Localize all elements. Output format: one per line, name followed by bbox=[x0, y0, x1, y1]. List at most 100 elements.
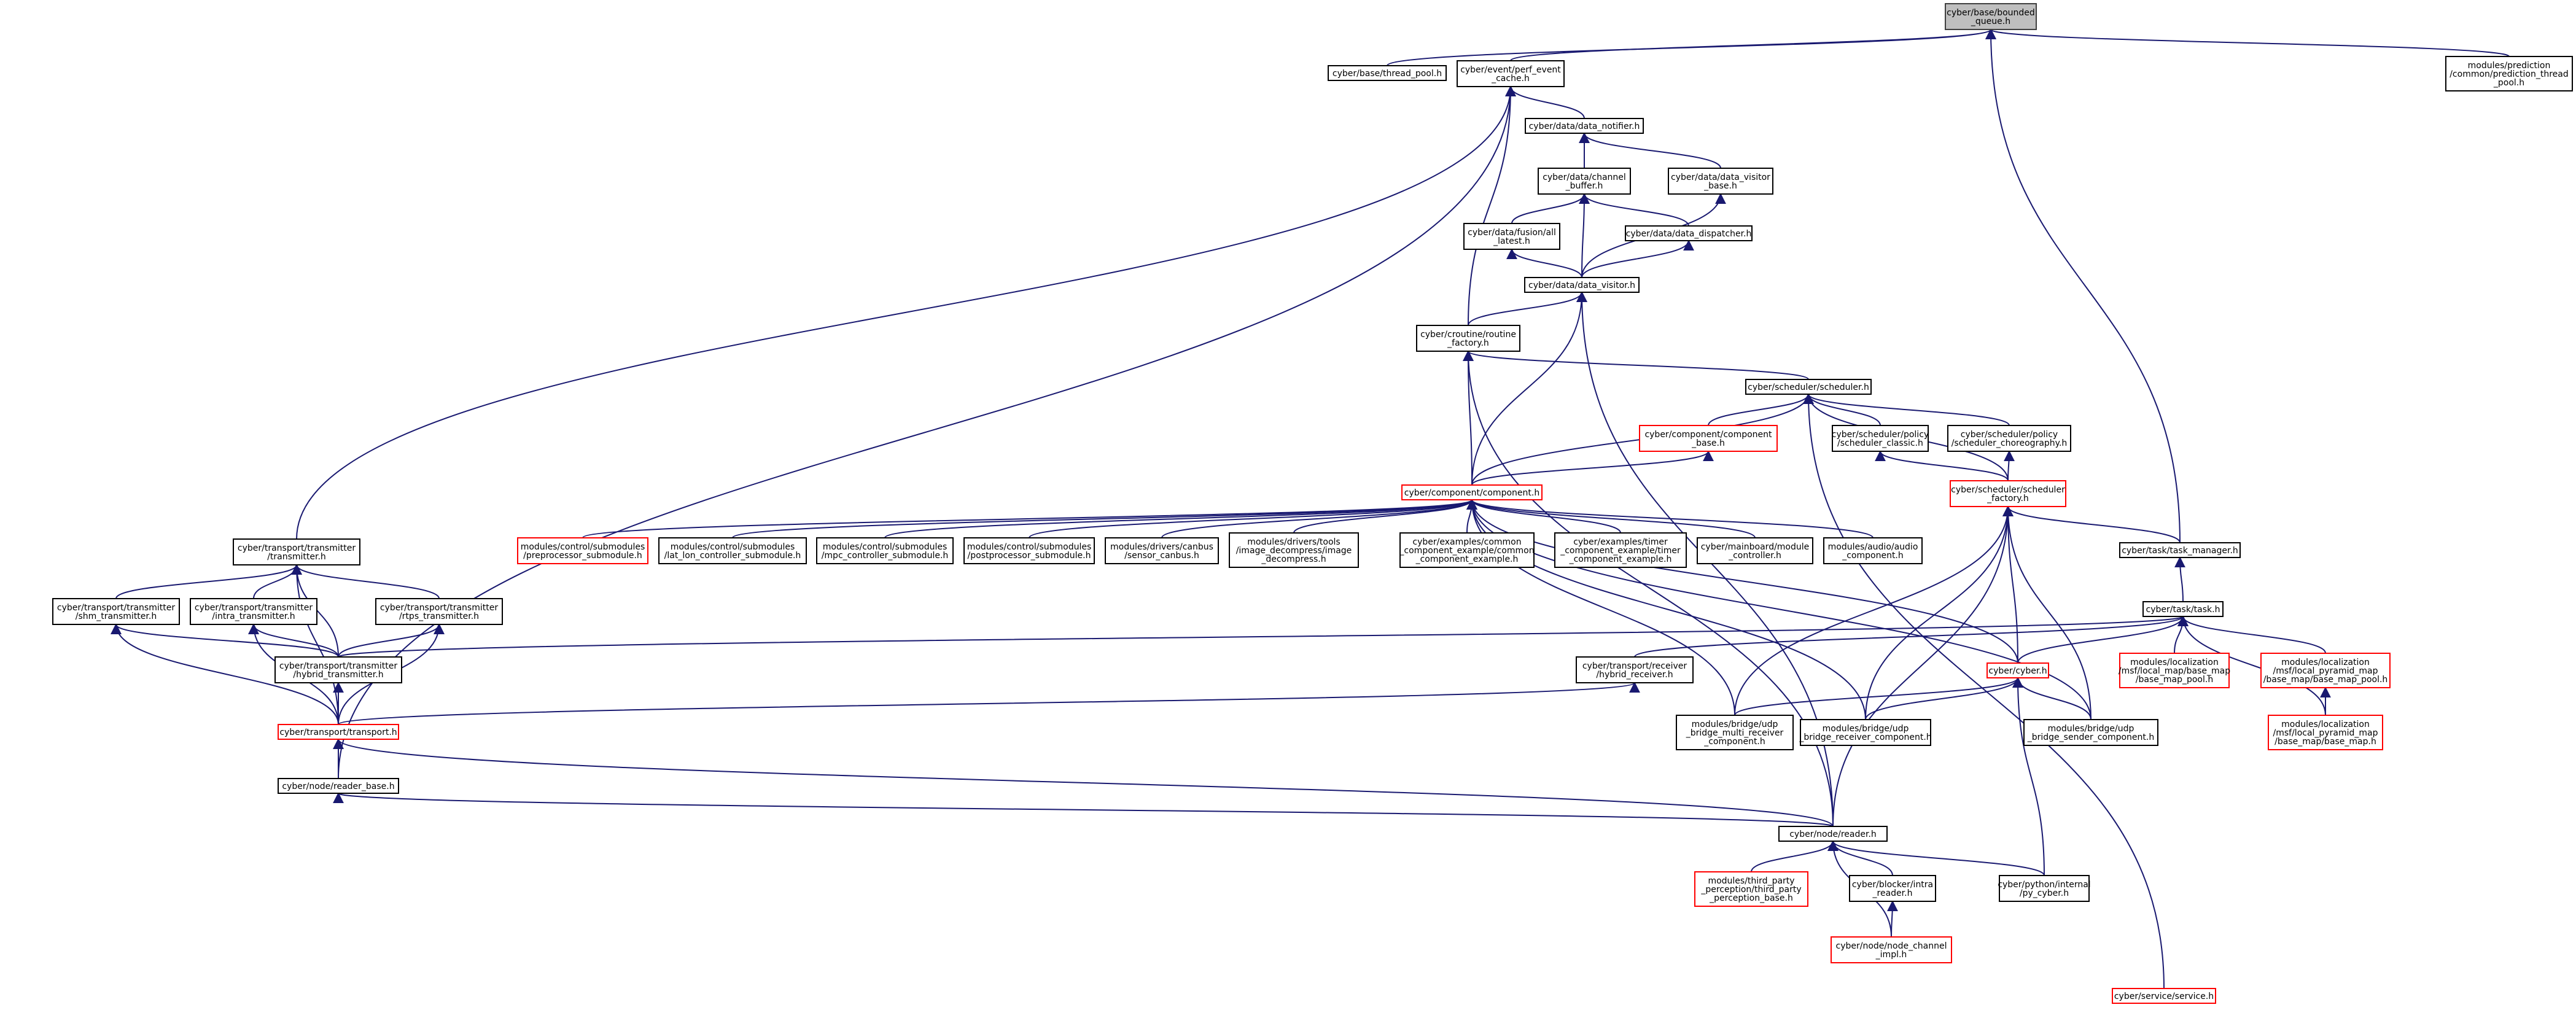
node-box-lat_lon_controller_submodule[interactable] bbox=[658, 537, 807, 564]
node-box-third_party_perception[interactable] bbox=[1694, 871, 1808, 907]
node-cyber[interactable]: cyber/cyber.h bbox=[1986, 662, 2049, 678]
node-py_cyber[interactable]: cyber/python/internal/py_cyber.h bbox=[1998, 875, 2091, 902]
node-sensor_canbus[interactable]: modules/drivers/canbus/sensor_canbus.h bbox=[1105, 537, 1219, 564]
node-box-thread_pool[interactable] bbox=[1328, 65, 1447, 81]
node-bounded_queue[interactable]: cyber/base/bounded_queue.h bbox=[1945, 3, 2037, 30]
node-prediction_thread_pool[interactable]: modules/prediction/common/prediction_thr… bbox=[2445, 56, 2573, 91]
node-scheduler_factory[interactable]: cyber/scheduler/scheduler_factory.h bbox=[1950, 480, 2066, 507]
node-box-base_map_pool[interactable] bbox=[2119, 653, 2230, 688]
node-audio_component[interactable]: modules/audio/audio_component.h bbox=[1823, 537, 1923, 564]
node-pyramid_base_map_pool[interactable]: modules/localization/msf/local_pyramid_m… bbox=[2260, 653, 2391, 688]
node-all_latest[interactable]: cyber/data/fusion/all_latest.h bbox=[1463, 223, 1560, 250]
node-box-mpc_controller_submodule[interactable] bbox=[816, 537, 954, 564]
node-timer_component_example[interactable]: cyber/examples/timer_component_example/t… bbox=[1554, 532, 1687, 568]
node-box-image_decompress[interactable] bbox=[1229, 532, 1359, 568]
node-base_map_pool[interactable]: modules/localization/msf/local_map/base_… bbox=[2119, 653, 2230, 688]
node-box-scheduler_classic[interactable] bbox=[1832, 425, 1929, 452]
node-hybrid_transmitter[interactable]: cyber/transport/transmitter/hybrid_trans… bbox=[274, 656, 402, 683]
node-box-pyramid_base_map_pool[interactable] bbox=[2260, 653, 2391, 688]
node-box-data_dispatcher[interactable] bbox=[1625, 225, 1753, 241]
node-udp_sender[interactable]: modules/bridge/udp_bridge_sender_compone… bbox=[2023, 719, 2158, 746]
node-third_party_perception[interactable]: modules/third_party_perception/third_par… bbox=[1694, 871, 1808, 907]
node-box-module_controller[interactable] bbox=[1697, 537, 1813, 564]
node-channel_buffer[interactable]: cyber/data/channel_buffer.h bbox=[1538, 168, 1631, 195]
node-box-common_component_example[interactable] bbox=[1399, 532, 1535, 568]
node-rtps_transmitter[interactable]: cyber/transport/transmitter/rtps_transmi… bbox=[375, 598, 503, 625]
node-udp_multi_receiver[interactable]: modules/bridge/udp_bridge_multi_receiver… bbox=[1676, 715, 1794, 750]
node-box-service[interactable] bbox=[2112, 988, 2216, 1004]
node-box-audio_component[interactable] bbox=[1823, 537, 1923, 564]
node-udp_receiver[interactable]: modules/bridge/udp_bridge_receiver_compo… bbox=[1799, 719, 1932, 746]
node-service[interactable]: cyber/service/service.h bbox=[2112, 988, 2216, 1004]
node-box-preprocessor_submodule[interactable] bbox=[517, 537, 648, 564]
node-box-intra_reader[interactable] bbox=[1849, 875, 1936, 902]
node-reader_base[interactable]: cyber/node/reader_base.h bbox=[278, 778, 399, 794]
node-preprocessor_submodule[interactable]: modules/control/submodules/preprocessor_… bbox=[517, 537, 648, 564]
node-shm_transmitter[interactable]: cyber/transport/transmitter/shm_transmit… bbox=[52, 598, 180, 625]
node-component[interactable]: cyber/component/component.h bbox=[1401, 484, 1543, 500]
node-data_visitor_base[interactable]: cyber/data/data_visitor_base.h bbox=[1668, 168, 1773, 195]
node-box-timer_component_example[interactable] bbox=[1554, 532, 1687, 568]
node-component_base[interactable]: cyber/component/component_base.h bbox=[1639, 425, 1778, 452]
node-data_notifier[interactable]: cyber/data/data_notifier.h bbox=[1525, 118, 1644, 134]
node-box-udp_multi_receiver[interactable] bbox=[1676, 715, 1794, 750]
node-perf_event_cache[interactable]: cyber/event/perf_event_cache.h bbox=[1457, 60, 1565, 87]
node-intra_transmitter[interactable]: cyber/transport/transmitter/intra_transm… bbox=[190, 598, 317, 625]
node-box-reader[interactable] bbox=[1778, 826, 1888, 842]
node-reader[interactable]: cyber/node/reader.h bbox=[1778, 826, 1888, 842]
node-pyramid_base_map[interactable]: modules/localization/msf/local_pyramid_m… bbox=[2268, 715, 2383, 750]
node-box-data_visitor[interactable] bbox=[1524, 277, 1640, 293]
node-image_decompress[interactable]: modules/drivers/tools/image_decompress/i… bbox=[1229, 532, 1359, 568]
node-scheduler_classic[interactable]: cyber/scheduler/policy/scheduler_classic… bbox=[1832, 425, 1929, 452]
node-box-perf_event_cache[interactable] bbox=[1457, 60, 1565, 87]
node-box-transport[interactable] bbox=[278, 724, 399, 740]
node-box-task_manager[interactable] bbox=[2119, 542, 2241, 558]
node-box-cyber[interactable] bbox=[1986, 662, 2049, 678]
node-box-hybrid_transmitter[interactable] bbox=[274, 656, 402, 683]
node-box-prediction_thread_pool[interactable] bbox=[2445, 56, 2573, 91]
node-mpc_controller_submodule[interactable]: modules/control/submodules/mpc_controlle… bbox=[816, 537, 954, 564]
node-transmitter[interactable]: cyber/transport/transmitter/transmitter.… bbox=[233, 538, 360, 565]
node-task[interactable]: cyber/task/task.h bbox=[2142, 601, 2224, 617]
node-box-node_channel_impl[interactable] bbox=[1831, 936, 1952, 963]
node-box-bounded_queue[interactable] bbox=[1945, 3, 2037, 30]
node-node_channel_impl[interactable]: cyber/node/node_channel_impl.h bbox=[1831, 936, 1952, 963]
node-intra_reader[interactable]: cyber/blocker/intra_reader.h bbox=[1849, 875, 1936, 902]
node-box-component_base[interactable] bbox=[1639, 425, 1778, 452]
node-box-task[interactable] bbox=[2142, 601, 2224, 617]
node-box-data_notifier[interactable] bbox=[1525, 118, 1644, 134]
node-box-pyramid_base_map[interactable] bbox=[2268, 715, 2383, 750]
node-postprocessor_submodule[interactable]: modules/control/submodules/postprocessor… bbox=[963, 537, 1095, 564]
node-box-scheduler_factory[interactable] bbox=[1950, 480, 2066, 507]
node-box-component[interactable] bbox=[1401, 484, 1543, 500]
node-task_manager[interactable]: cyber/task/task_manager.h bbox=[2119, 542, 2241, 558]
node-box-sensor_canbus[interactable] bbox=[1105, 537, 1219, 564]
node-hybrid_receiver[interactable]: cyber/transport/receiver/hybrid_receiver… bbox=[1576, 656, 1694, 683]
node-box-postprocessor_submodule[interactable] bbox=[963, 537, 1095, 564]
node-box-rtps_transmitter[interactable] bbox=[375, 598, 503, 625]
node-box-all_latest[interactable] bbox=[1463, 223, 1560, 250]
node-box-py_cyber[interactable] bbox=[1999, 875, 2090, 902]
node-module_controller[interactable]: cyber/mainboard/module_controller.h bbox=[1697, 537, 1813, 564]
node-scheduler[interactable]: cyber/scheduler/scheduler.h bbox=[1745, 379, 1872, 395]
node-box-hybrid_receiver[interactable] bbox=[1576, 656, 1694, 683]
node-box-channel_buffer[interactable] bbox=[1538, 168, 1631, 195]
node-scheduler_choreography[interactable]: cyber/scheduler/policy/scheduler_choreog… bbox=[1947, 425, 2071, 452]
node-box-intra_transmitter[interactable] bbox=[190, 598, 317, 625]
node-box-scheduler_choreography[interactable] bbox=[1947, 425, 2071, 452]
node-thread_pool[interactable]: cyber/base/thread_pool.h bbox=[1328, 65, 1447, 81]
node-transport[interactable]: cyber/transport/transport.h bbox=[278, 724, 399, 740]
node-box-udp_receiver[interactable] bbox=[1800, 719, 1931, 746]
node-box-scheduler[interactable] bbox=[1745, 379, 1872, 395]
node-box-data_visitor_base[interactable] bbox=[1668, 168, 1773, 195]
node-box-udp_sender[interactable] bbox=[2023, 719, 2158, 746]
node-lat_lon_controller_submodule[interactable]: modules/control/submodules/lat_lon_contr… bbox=[658, 537, 807, 564]
node-common_component_example[interactable]: cyber/examples/common_component_example/… bbox=[1399, 532, 1535, 568]
node-data_dispatcher[interactable]: cyber/data/data_dispatcher.h bbox=[1625, 225, 1753, 241]
node-box-transmitter[interactable] bbox=[233, 538, 360, 565]
node-routine_factory[interactable]: cyber/croutine/routine_factory.h bbox=[1416, 325, 1520, 352]
node-data_visitor[interactable]: cyber/data/data_visitor.h bbox=[1524, 277, 1640, 293]
node-box-routine_factory[interactable] bbox=[1416, 325, 1520, 352]
node-box-shm_transmitter[interactable] bbox=[52, 598, 180, 625]
node-box-reader_base[interactable] bbox=[278, 778, 399, 794]
